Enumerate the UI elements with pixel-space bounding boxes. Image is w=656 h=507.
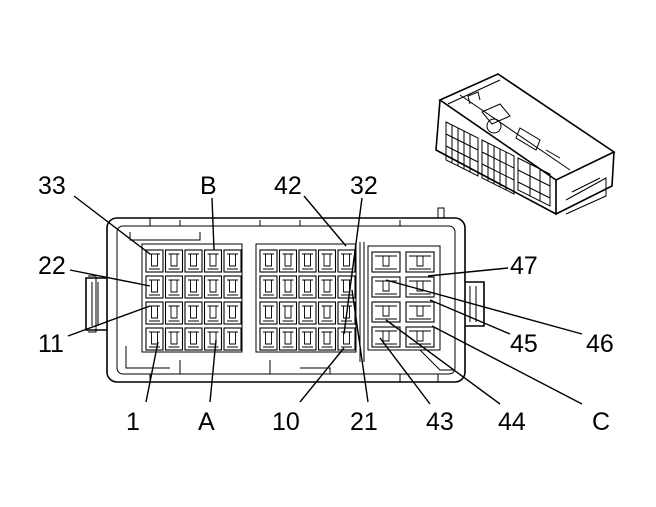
terminal-cavity: [278, 249, 298, 273]
label-11: 11: [38, 330, 64, 358]
label-A: A: [198, 408, 215, 436]
cavity-grid-left: [145, 249, 242, 351]
connector-perspective-view: [435, 73, 616, 216]
label-44: 44: [498, 408, 526, 436]
terminal-cavity: [164, 301, 184, 325]
terminal-cavity: [203, 327, 223, 351]
terminal-cavity: [337, 327, 356, 351]
terminal-cavity: [278, 301, 298, 325]
terminal-cavity: [145, 249, 164, 273]
label-45: 45: [510, 330, 538, 358]
terminal-cavity: [337, 249, 356, 273]
terminal-cavity: [184, 275, 203, 299]
label-C: C: [592, 408, 610, 436]
terminal-cavity: [223, 249, 242, 273]
terminal-cavity: [164, 249, 184, 273]
terminal-cavity: [259, 327, 278, 351]
cavity-grid-middle: [259, 249, 356, 351]
leader-lines: [67, 195, 583, 405]
cavity-grid-right: [371, 251, 435, 348]
label-1: 1: [126, 408, 140, 436]
terminal-cavity: [184, 327, 203, 351]
terminal-cavity: [317, 327, 337, 351]
terminal-cavity: [371, 326, 401, 348]
terminal-cavity: [405, 326, 435, 348]
terminal-cavity: [317, 249, 337, 273]
terminal-cavity: [405, 251, 435, 273]
terminal-cavity: [203, 301, 223, 325]
terminal-cavity: [259, 249, 278, 273]
terminal-cavity: [223, 301, 242, 325]
label-33: 33: [38, 172, 66, 200]
terminal-cavity: [184, 301, 203, 325]
terminal-cavity: [278, 275, 298, 299]
terminal-cavity: [223, 327, 242, 351]
pin-labels: 33 B 42 32 22 11 47 46 45 1 A 10 21 43 4…: [38, 172, 614, 436]
terminal-cavity: [298, 275, 317, 299]
terminal-cavity: [164, 327, 184, 351]
terminal-cavity: [203, 275, 223, 299]
label-21: 21: [350, 408, 378, 436]
terminal-cavity: [298, 249, 317, 273]
label-22: 22: [38, 252, 66, 280]
label-42: 42: [274, 172, 302, 200]
terminal-cavity: [164, 275, 184, 299]
label-46: 46: [586, 330, 614, 358]
label-B: B: [200, 172, 217, 200]
terminal-cavity: [259, 301, 278, 325]
terminal-cavity: [223, 275, 242, 299]
label-47: 47: [510, 252, 538, 280]
label-32: 32: [350, 172, 378, 200]
terminal-cavity: [145, 327, 164, 351]
terminal-cavity: [298, 301, 317, 325]
terminal-cavity: [259, 275, 278, 299]
terminal-cavity: [278, 327, 298, 351]
terminal-cavity: [371, 251, 401, 273]
terminal-cavity: [317, 275, 337, 299]
terminal-cavity: [203, 249, 223, 273]
terminal-cavity: [317, 301, 337, 325]
terminal-cavity: [145, 275, 164, 299]
terminal-cavity: [405, 301, 435, 323]
connector-face-view: [85, 207, 485, 383]
terminal-cavity: [184, 249, 203, 273]
terminal-cavity: [371, 301, 401, 323]
terminal-cavity: [298, 327, 317, 351]
label-10: 10: [272, 408, 300, 436]
terminal-cavity: [145, 301, 164, 325]
label-43: 43: [426, 408, 454, 436]
